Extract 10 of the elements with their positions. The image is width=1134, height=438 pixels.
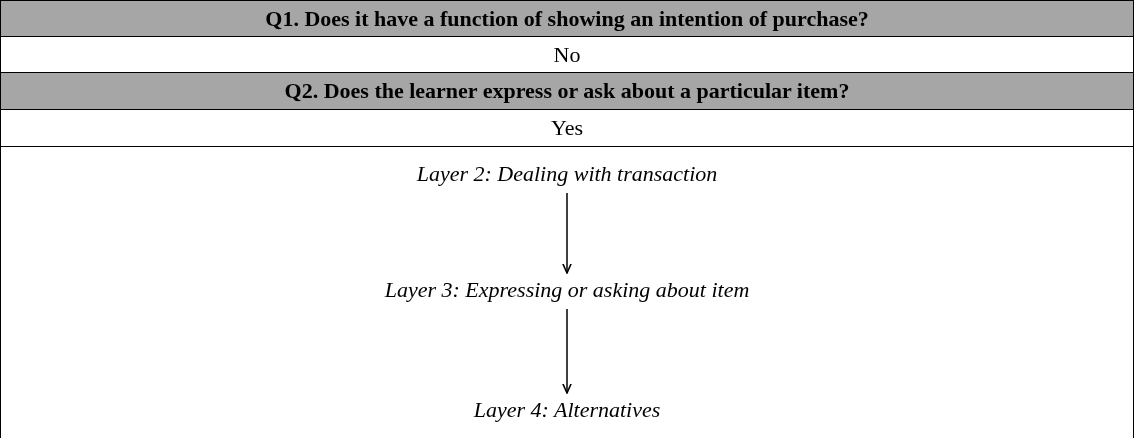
layer-text: Layer 4: Alternatives — [473, 397, 661, 423]
layer-text: Layer 2: Dealing with transaction — [416, 161, 718, 187]
question-header: Q1. Does it have a function of showing an intention of purchase? — [0, 0, 1134, 37]
question-header: Q2. Does the learner express or ask about a particular item? — [0, 72, 1134, 110]
down-arrow — [562, 308, 572, 394]
layer-text: Layer 3: Expressing or asking about item — [384, 277, 750, 303]
down-arrow — [562, 192, 572, 274]
layers-panel — [0, 146, 1134, 438]
answer-row: No — [0, 36, 1134, 73]
answer-row: Yes — [0, 109, 1134, 147]
